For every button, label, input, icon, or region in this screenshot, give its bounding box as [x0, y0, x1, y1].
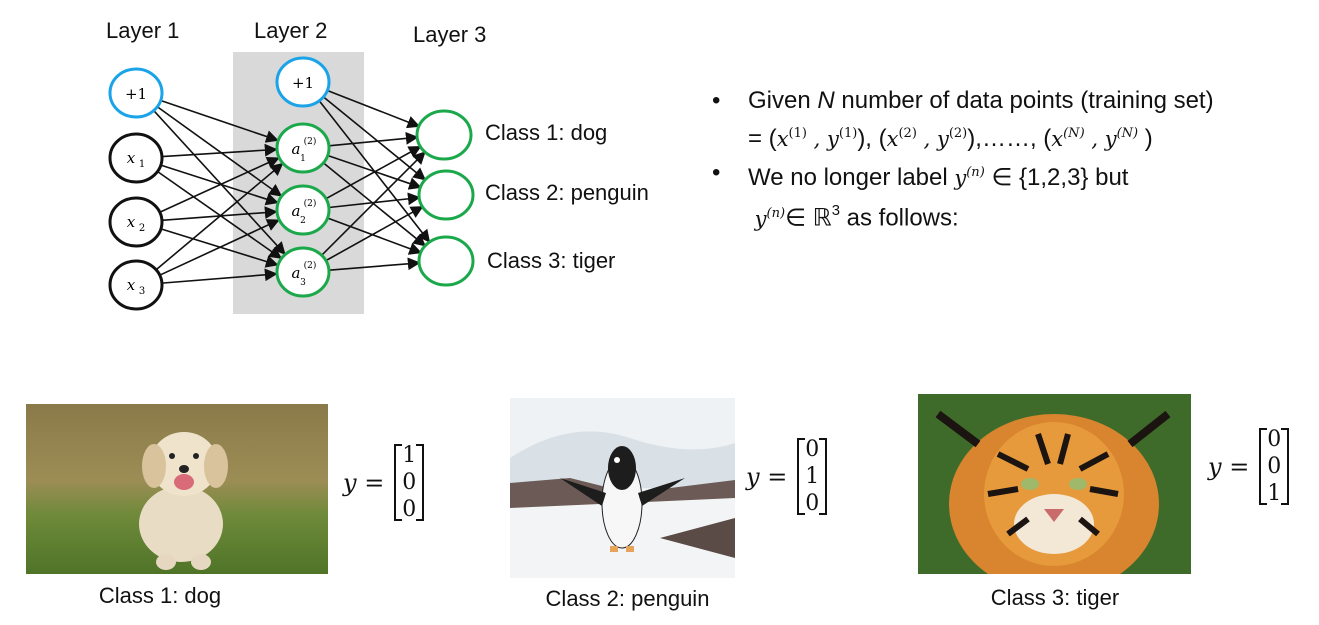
svg-text:1: 1	[300, 154, 306, 164]
edge-l2-3-l3-0	[321, 151, 426, 256]
svg-text:3: 3	[139, 286, 145, 297]
input-node-x2: x 2	[108, 196, 164, 248]
svg-text:a: a	[292, 140, 301, 158]
edge-l2-1-l3-0	[328, 131, 419, 147]
hidden-node-a3: a (2) 3	[275, 246, 331, 298]
penguin-caption: Class 2: penguin	[545, 586, 710, 611]
svg-text:+1: +1	[125, 85, 147, 103]
edge-l2-3-l3-1	[325, 206, 424, 262]
penguin-photo	[510, 398, 735, 578]
svg-text:2: 2	[139, 223, 145, 234]
edge-l1-2-l2-1	[159, 156, 280, 214]
output-node-1	[415, 109, 473, 161]
dog-photo	[26, 404, 328, 574]
edge-l1-0-l2-2	[156, 106, 283, 197]
tiger-caption: Class 3: tiger	[990, 585, 1120, 610]
output-label-penguin: Class 2: penguin	[485, 180, 649, 205]
penguin-label-vector: y = 0 1 0	[746, 436, 828, 517]
edge-l2-0-l3-0	[327, 89, 421, 129]
bullet-label-encoding: We no longer label y(n) ∈ {1,2,3} but y(…	[712, 156, 1312, 236]
svg-text:1: 1	[139, 159, 145, 170]
edge-l1-1-l2-1	[161, 143, 278, 158]
svg-text:x: x	[127, 213, 136, 231]
edge-l1-3-l2-1	[155, 162, 284, 271]
svg-text:x: x	[127, 149, 136, 167]
svg-text:3: 3	[300, 278, 306, 288]
network-diagram: Layer 1 Layer 2 Layer 3 +1 x 1 x 2 x 3	[0, 0, 700, 330]
edge-l1-3-l2-2	[159, 219, 280, 276]
edge-l1-3-l2-3	[161, 268, 278, 284]
edge-l2-0-l3-1	[322, 96, 427, 181]
svg-text:+1: +1	[292, 74, 314, 92]
input-node-bias: +1	[108, 67, 164, 119]
svg-text:(2): (2)	[304, 198, 317, 209]
hidden-node-a1: a (2) 1	[275, 122, 331, 174]
connections	[153, 89, 431, 284]
dog-caption: Class 1: dog	[98, 583, 222, 608]
dog-label-vector: y = 1 0 0	[343, 442, 425, 523]
edge-l1-1-l2-3	[157, 170, 283, 259]
edge-l1-0-l2-3	[153, 110, 286, 255]
edge-l2-3-l3-2	[328, 257, 421, 271]
input-node-x3: x 3	[108, 259, 164, 311]
edge-l1-0-l2-1	[160, 99, 279, 143]
layer-3-label: Layer 3	[413, 22, 487, 47]
output-node-3	[417, 235, 475, 287]
output-label-tiger: Class 3: tiger	[487, 248, 616, 273]
edge-l1-1-l2-2	[160, 164, 279, 206]
hidden-node-bias: +1	[275, 56, 331, 108]
network-graph: +1 x 1 x 2 x 3 +1 a (2) 1	[108, 52, 475, 314]
edge-l2-1-l3-2	[322, 162, 427, 247]
tiger-label-vector: y = 0 0 1	[1208, 426, 1290, 507]
bullet-training-set: Given N number of data points (training …	[712, 84, 1312, 156]
output-node-2	[417, 169, 475, 221]
layer-1-label: Layer 1	[106, 18, 180, 43]
svg-text:a: a	[292, 202, 301, 220]
hidden-node-a2: a (2) 2	[275, 184, 331, 236]
svg-text:2: 2	[300, 216, 306, 226]
svg-text:(2): (2)	[304, 260, 317, 271]
layer-2-label: Layer 2	[254, 18, 328, 43]
input-node-x1: x 1	[108, 132, 164, 184]
output-label-dog: Class 1: dog	[485, 120, 608, 145]
edge-l2-2-l3-0	[325, 145, 422, 200]
svg-text:(2): (2)	[304, 136, 317, 147]
edge-l2-2-l3-2	[327, 217, 423, 255]
svg-text:x: x	[127, 276, 136, 294]
svg-text:a: a	[292, 264, 301, 282]
tiger-photo	[918, 394, 1191, 574]
bullet-list: Given N number of data points (training …	[712, 84, 1312, 236]
